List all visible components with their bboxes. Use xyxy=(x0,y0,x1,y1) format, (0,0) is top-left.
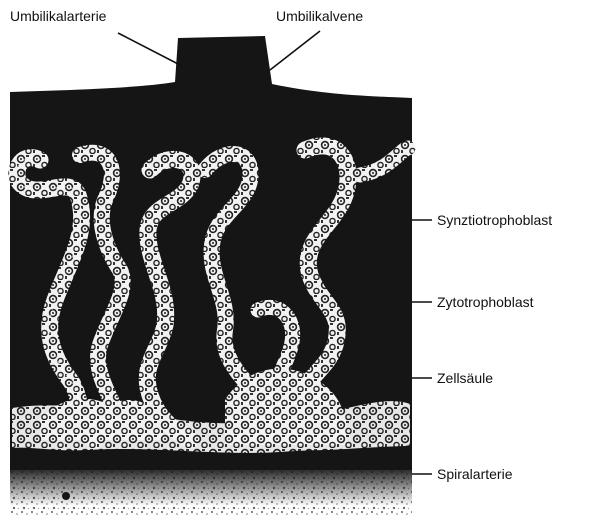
leader-umbilical-artery xyxy=(118,33,182,66)
label-spiral-artery: Spiralarterie xyxy=(437,466,512,482)
label-umbilical-vein: Umbilikalvene xyxy=(276,8,363,24)
label-syncytiotrophoblast: Synztiotrophoblast xyxy=(437,212,552,228)
label-cell-column: Zellsäule xyxy=(437,370,493,386)
artery-dot xyxy=(62,492,70,500)
decidua-fade xyxy=(10,466,412,506)
label-cytotrophoblast: Zytotrophoblast xyxy=(437,294,534,310)
leader-umbilical-vein xyxy=(270,31,320,70)
label-umbilical-artery: Umbilikalarterie xyxy=(10,8,106,24)
